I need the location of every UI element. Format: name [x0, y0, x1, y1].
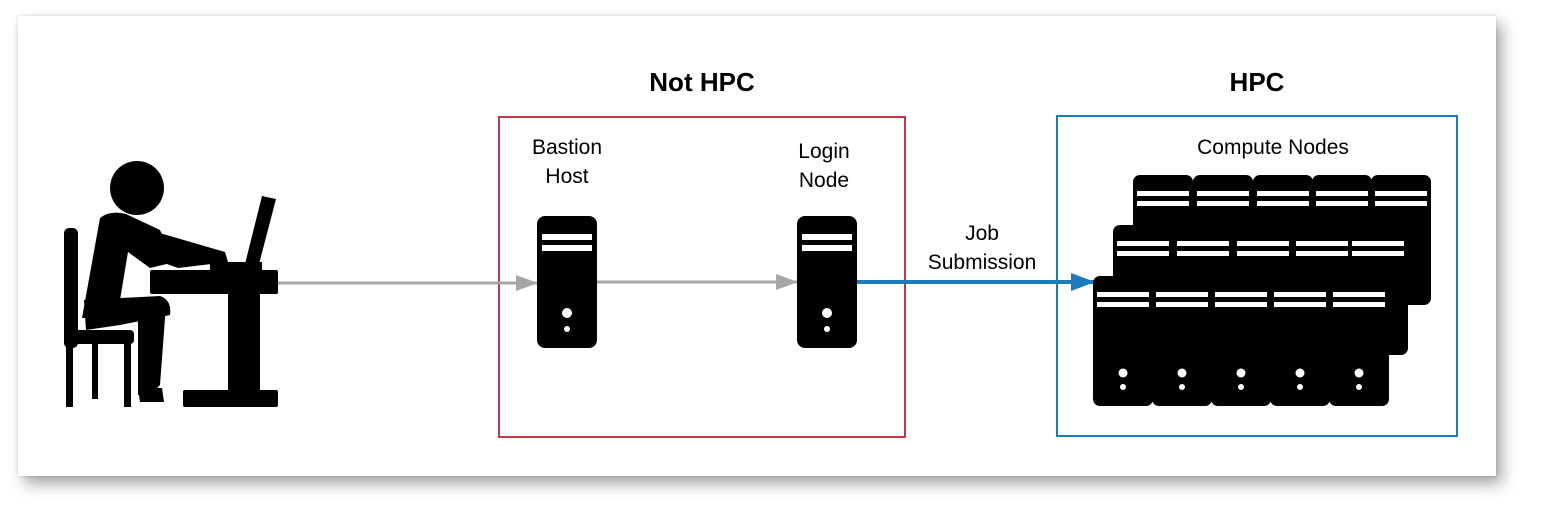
not-hpc-title: Not HPC [649, 67, 755, 97]
compute-nodes-label: Compute Nodes [1197, 136, 1349, 159]
bastion-host-server-icon [537, 216, 597, 348]
login-node-label-line2: Node [798, 169, 850, 192]
job-submission-label: Job Submission [912, 219, 1052, 277]
not-hpc-zone [498, 116, 906, 438]
bastion-host-label-line1: Bastion [531, 136, 603, 159]
compute-nodes-cluster-icon [1093, 175, 1431, 406]
login-node-server-icon [797, 216, 857, 348]
person-at-laptop-icon [64, 161, 278, 407]
compute-front-row [1093, 276, 1389, 406]
bastion-host-label: Bastion Host [507, 133, 627, 191]
login-node-label-line1: Login [798, 140, 850, 163]
login-node-label: Login Node [764, 137, 884, 195]
hpc-zone [1056, 115, 1458, 437]
job-submission-label-line2: Submission [927, 251, 1037, 274]
hpc-title: HPC [1229, 67, 1285, 97]
job-submission-label-line1: Job [965, 222, 999, 245]
bastion-host-label-line2: Host [545, 165, 589, 188]
